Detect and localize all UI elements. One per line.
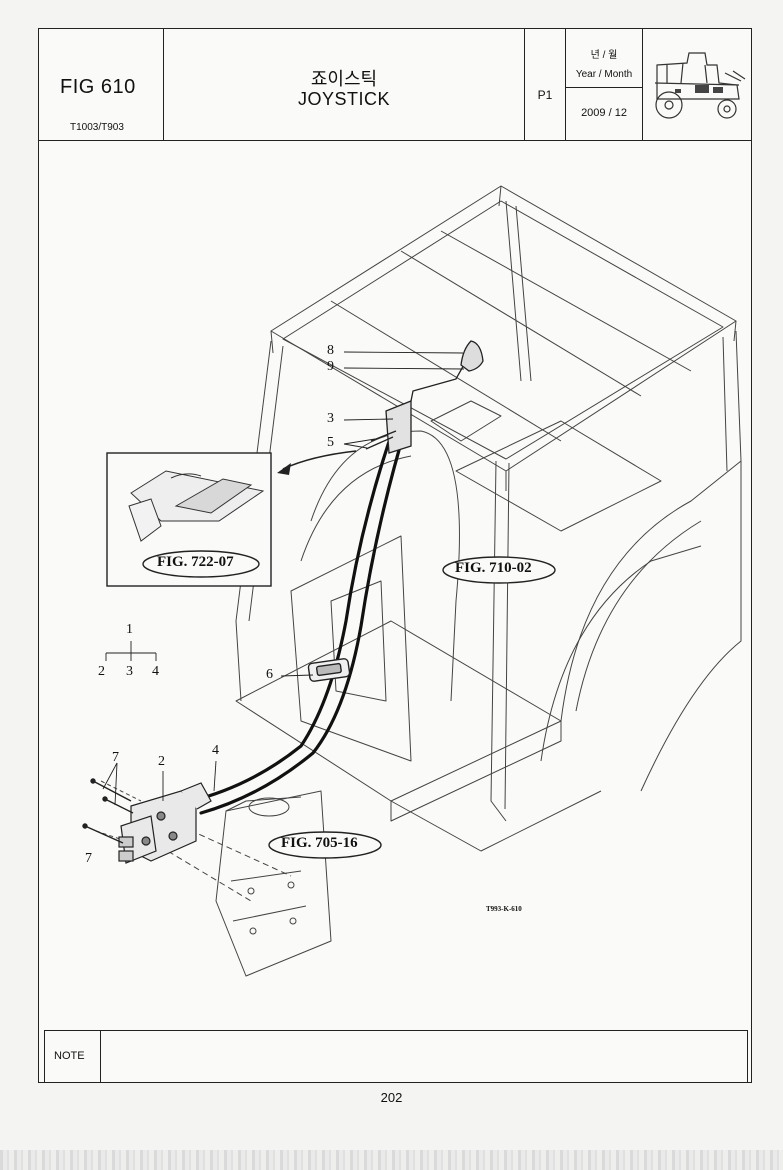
figure-number: FIG 610 (60, 76, 136, 98)
tractor-thumbnail-cell (643, 29, 751, 140)
model-code: T1003/T903 (70, 122, 124, 133)
tractor-thumbnail-icon (654, 52, 746, 119)
title-cell: 죠이스틱 JOYSTICK (164, 29, 525, 140)
exploded-view-drawing (82, 185, 742, 977)
date-value: 2009 / 12 (581, 107, 627, 119)
page-code: P1 (537, 88, 553, 102)
note-row: NOTE (44, 1030, 748, 1083)
title-korean: 죠이스틱 (310, 69, 378, 89)
page-number: 202 (380, 1090, 403, 1105)
date-cell: 년 / 월 Year / Month 2009 / 12 (566, 29, 643, 140)
page-code-cell: P1 (525, 29, 566, 140)
figure-number-cell: FIG 610 T1003/T903 (39, 29, 164, 140)
parts-catalog-sheet: FIG 610 T1003/T903 죠이스틱 JOYSTICK P1 년 / … (38, 28, 752, 1083)
title-english: JOYSTICK (297, 89, 390, 109)
date-label-box: 년 / 월 Year / Month (566, 29, 642, 88)
title-block: FIG 610 T1003/T903 죠이스틱 JOYSTICK P1 년 / … (39, 29, 751, 141)
note-label: NOTE (45, 1031, 101, 1082)
date-label-english: Year / Month (575, 69, 633, 80)
scan-edge-artifact (0, 1150, 783, 1170)
date-label-korean: 년 / 월 (590, 50, 618, 61)
